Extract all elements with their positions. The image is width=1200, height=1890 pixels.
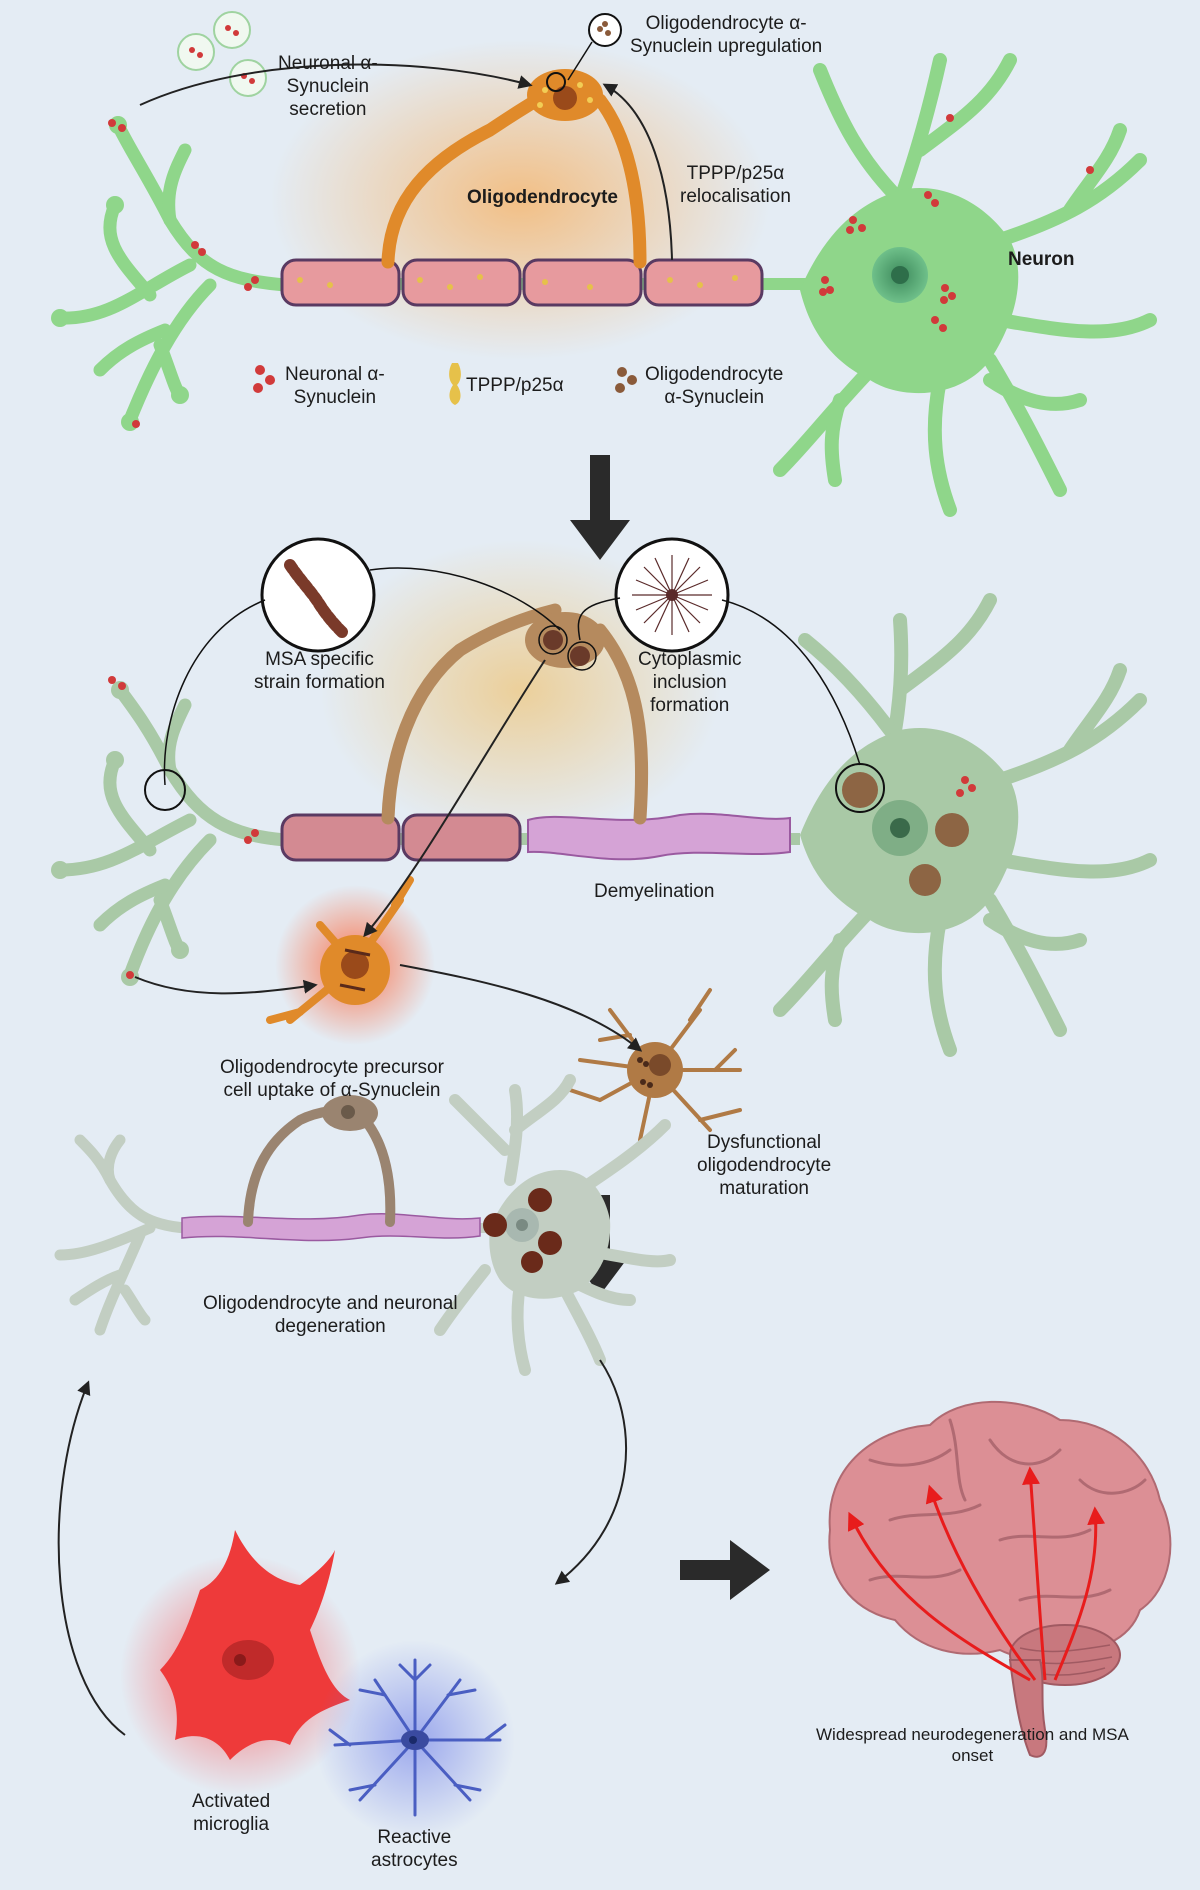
label-tppp-reloc-l1: TPPP/p25α bbox=[686, 163, 785, 184]
legend-tppp-label: TPPP/p25α bbox=[466, 375, 564, 396]
label-widespread: Widespread neurodegeneration and MSA ons… bbox=[816, 1724, 1129, 1766]
panel-2 bbox=[51, 537, 1157, 1142]
label-astrocytes: Reactive astrocytes bbox=[371, 1826, 458, 1872]
label-tppp-relocalisation: TPPP/p25α relocalisation bbox=[680, 162, 791, 208]
label-oligo-upregulation-l1: Oligodendrocyte α- bbox=[645, 13, 807, 34]
label-demyelination: Demyelination bbox=[594, 881, 715, 902]
label-opc-uptake-l1: Oligodendrocyte precursor bbox=[220, 1057, 444, 1078]
label-cytoplasmic-l3: formation bbox=[650, 695, 730, 716]
label-widespread-l1: Widespread neurodegeneration and MSA bbox=[816, 1725, 1129, 1744]
legend-oligo-icon bbox=[615, 367, 637, 393]
label-opc-uptake: Oligodendrocyte precursor cell uptake of… bbox=[220, 1056, 444, 1102]
label-msa-strain: MSA specific strain formation bbox=[254, 648, 385, 694]
astrocyte-cell bbox=[328, 1658, 507, 1817]
label-msa-strain-l2: strain formation bbox=[254, 672, 385, 693]
brain-icon bbox=[828, 1400, 1172, 1758]
label-neuronal-secretion: Neuronal α- Synuclein secretion bbox=[278, 52, 378, 121]
label-degeneration-l2: degeneration bbox=[274, 1316, 386, 1337]
vesicle-icon bbox=[177, 11, 267, 97]
legend-neuronal-label: Neuronal α- Synuclein bbox=[285, 363, 385, 409]
label-microglia-l2: microglia bbox=[193, 1814, 270, 1835]
demyelinated-segment bbox=[527, 812, 791, 861]
label-msa-strain-l1: MSA specific bbox=[265, 649, 374, 670]
label-opc-uptake-l2: cell uptake of α-Synuclein bbox=[223, 1080, 441, 1101]
label-oligodendrocyte: Oligodendrocyte bbox=[467, 187, 618, 208]
label-neuronal-secretion-l2: Synuclein bbox=[286, 76, 370, 97]
label-microglia: Activated microglia bbox=[192, 1790, 270, 1836]
neuron-body-2 bbox=[773, 593, 1157, 1057]
label-astrocytes-l2: astrocytes bbox=[371, 1850, 458, 1871]
label-oligo-upregulation-l2: Synuclein upregulation bbox=[630, 36, 823, 57]
label-astrocytes-l1: Reactive bbox=[377, 1827, 452, 1848]
label-degeneration-l1: Oligodendrocyte and neuronal bbox=[203, 1293, 458, 1314]
legend-neuronal-l2: Synuclein bbox=[293, 387, 377, 408]
label-dysfunctional: Dysfunctional oligodendrocyte maturation bbox=[697, 1131, 831, 1200]
legend-oligo-label: Oligodendrocyte α-Synuclein bbox=[645, 363, 783, 409]
label-cytoplasmic-inclusion: Cytoplasmic inclusion formation bbox=[638, 648, 741, 717]
label-cytoplasmic-l1: Cytoplasmic bbox=[638, 649, 742, 670]
microglia-cell bbox=[160, 1530, 350, 1760]
label-neuronal-secretion-l3: secretion bbox=[289, 99, 367, 120]
oligodendrocyte-1 bbox=[381, 69, 647, 269]
label-dysfunctional-l1: Dysfunctional bbox=[707, 1132, 822, 1153]
label-dysfunctional-l2: oligodendrocyte bbox=[697, 1155, 832, 1176]
label-oligo-upregulation: Oligodendrocyte α- Synuclein upregulatio… bbox=[630, 12, 822, 58]
legend-neuronal-l1: Neuronal α- bbox=[285, 364, 385, 385]
right-arrow-icon bbox=[680, 1540, 770, 1600]
label-microglia-l1: Activated bbox=[192, 1791, 271, 1812]
inclusion-icon bbox=[842, 772, 878, 808]
label-widespread-l2: onset bbox=[951, 1746, 994, 1765]
fibril-icon bbox=[284, 559, 348, 638]
label-neuronal-secretion-l1: Neuronal α- bbox=[278, 53, 378, 74]
left-dendrites bbox=[53, 118, 292, 427]
legend-oligo-l2: α-Synuclein bbox=[664, 387, 765, 408]
label-dysfunctional-l3: maturation bbox=[719, 1178, 809, 1199]
myelin-sheath-1 bbox=[280, 258, 764, 307]
brain-spread-arrows bbox=[847, 1466, 1106, 1682]
label-tppp-reloc-l2: relocalisation bbox=[680, 186, 791, 207]
neuronal-synuclein-dots-1 bbox=[108, 114, 1094, 428]
legend-neuronal-icon bbox=[253, 365, 275, 393]
panel-3 bbox=[54, 1074, 1172, 1840]
label-neuron: Neuron bbox=[1008, 249, 1075, 270]
opc-cell bbox=[266, 876, 414, 1024]
neuron-body-1 bbox=[773, 53, 1157, 517]
label-cytoplasmic-l2: inclusion bbox=[652, 672, 727, 693]
upregulation-circle bbox=[588, 13, 622, 47]
label-degeneration: Oligodendrocyte and neuronal degeneratio… bbox=[203, 1292, 458, 1338]
down-arrow-icon bbox=[570, 455, 630, 560]
panel-1 bbox=[51, 11, 1157, 517]
legend-oligo-l1: Oligodendrocyte bbox=[645, 364, 784, 385]
legend-tppp-icon bbox=[449, 363, 461, 405]
